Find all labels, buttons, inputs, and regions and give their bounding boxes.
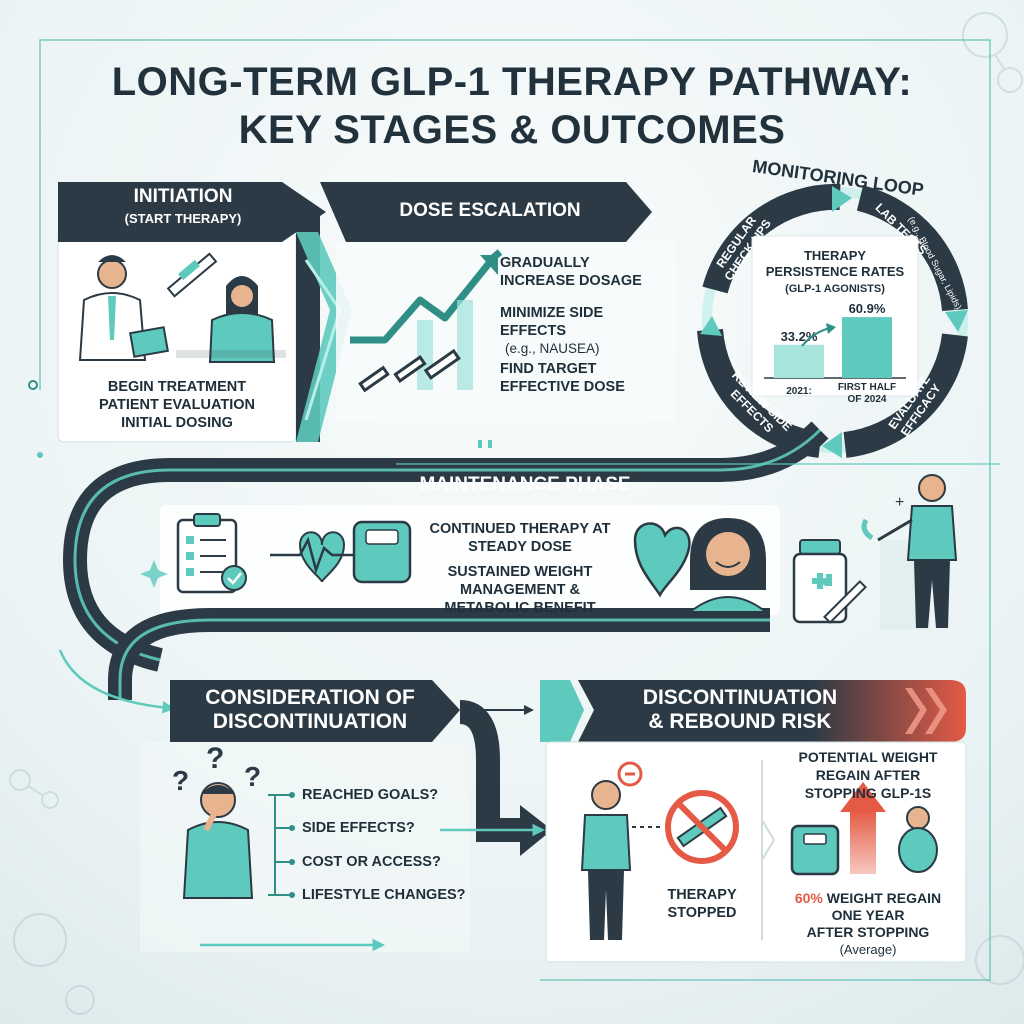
heavier-person-icon bbox=[898, 806, 938, 873]
initiation-item: INITIAL DOSING bbox=[121, 415, 233, 431]
weight-up-arrow-icon bbox=[840, 782, 886, 874]
chart-bar bbox=[842, 317, 892, 378]
chart-category-label: 2021: bbox=[786, 386, 812, 397]
maintenance-item-1: CONTINUED THERAPY AT STEADY DOSE bbox=[429, 521, 611, 555]
therapy-stopped-line2: STOPPED bbox=[667, 905, 737, 921]
medicine-bottle-icon bbox=[792, 539, 867, 624]
initiation-item: BEGIN TREATMENT bbox=[107, 379, 247, 395]
regain-stat-text-2: ONE YEAR bbox=[831, 907, 905, 923]
confused-person-icon bbox=[182, 782, 254, 899]
title-line-2: KEY STAGES & OUTCOMES bbox=[238, 108, 786, 152]
weight-scale-icon bbox=[790, 824, 840, 876]
regain-stat: 60% WEIGHT REGAIN ONE YEAR AFTER STOPPIN… bbox=[770, 890, 966, 958]
question-marks-icon: ? ? ? bbox=[172, 742, 261, 796]
regain-stat-text-1: WEIGHT REGAIN bbox=[826, 890, 942, 906]
clipboard-checklist-icon bbox=[176, 513, 247, 594]
discontinuation-header: DISCONTINUATION & REBOUND RISK bbox=[600, 686, 880, 734]
question-lifestyle: LIFESTYLE CHANGES? bbox=[302, 887, 466, 903]
regain-stat-note: (Average) bbox=[839, 942, 897, 957]
molecule-decoration-icon bbox=[9, 12, 1024, 1015]
dose-item-3: FIND TARGET EFFECTIVE DOSE bbox=[500, 361, 625, 395]
dose-escalation-header: DOSE ESCALATION bbox=[399, 200, 581, 221]
path-to-discontinuation bbox=[458, 700, 530, 842]
dose-item-1: GRADUALLY INCREASE DOSAGE bbox=[500, 255, 642, 289]
initiation-item: PATIENT EVALUATION bbox=[98, 397, 255, 413]
initiation-header-bg bbox=[58, 182, 326, 242]
discontinuation-header-bg bbox=[578, 680, 966, 742]
title-line-1: LONG-TERM GLP-1 THERAPY PATHWAY: bbox=[111, 60, 913, 104]
discontinuation-header-line1: DISCONTINUATION bbox=[642, 686, 838, 709]
maintenance-item-2: SUSTAINED WEIGHT MANAGEMENT & METABOLIC … bbox=[444, 564, 596, 616]
frame-line bbox=[39, 39, 991, 981]
consideration-header-line2: DISCONTINUATION bbox=[212, 710, 408, 733]
chart-value-label: 60.9% bbox=[849, 301, 886, 316]
svg-text:?: ? bbox=[206, 742, 224, 775]
doctor-patient-icon bbox=[78, 252, 286, 363]
therapy-stopped-line1: THERAPY bbox=[667, 887, 737, 903]
regain-title: POTENTIAL WEIGHT REGAIN AFTER STOPPING G… bbox=[798, 749, 938, 801]
dose-item-2-example: (e.g., NAUSEA) bbox=[505, 341, 600, 356]
consideration-header-bg bbox=[170, 680, 460, 742]
chart-trend-arrowhead bbox=[826, 323, 836, 334]
svg-text:+: + bbox=[895, 494, 904, 511]
chart-bar bbox=[774, 344, 824, 378]
question-reached-goals: REACHED GOALS? bbox=[302, 787, 439, 803]
heart-organ-icon bbox=[633, 522, 691, 598]
question-side-effects: SIDE EFFECTS? bbox=[302, 820, 415, 836]
scale-icon bbox=[352, 520, 412, 584]
consideration-header-line1: CONSIDERATION OF bbox=[205, 686, 415, 709]
no-injection-icon bbox=[665, 790, 739, 864]
maintenance-header: MAINTENANCE PHASE bbox=[419, 474, 631, 495]
heart-rate-icon bbox=[270, 531, 360, 583]
initiation-list: BEGIN TREATMENT PATIENT EVALUATION INITI… bbox=[70, 378, 284, 432]
chart-category-label: OF 2024 bbox=[848, 394, 887, 405]
standing-man-icon: + bbox=[861, 474, 958, 630]
svg-text:?: ? bbox=[244, 761, 261, 792]
question-cost-access: COST OR ACCESS? bbox=[302, 854, 441, 870]
smiling-woman-icon bbox=[687, 518, 769, 613]
chart-title: THERAPY PERSISTENCE RATES bbox=[765, 248, 905, 279]
initiation-header: INITIATION bbox=[133, 186, 233, 207]
rising-dose-arrow bbox=[350, 259, 493, 344]
chart-subtitle: (GLP-1 AGONISTS) bbox=[785, 283, 885, 295]
initiation-subheader: (START THERAPY) bbox=[124, 211, 242, 226]
svg-text:?: ? bbox=[172, 765, 189, 796]
therapy-stopped-label: THERAPY STOPPED bbox=[652, 886, 752, 922]
consideration-header: CONSIDERATION OF DISCONTINUATION bbox=[180, 686, 440, 734]
dose-header-bg bbox=[320, 182, 652, 242]
dose-item-2: MINIMIZE SIDE EFFECTS bbox=[500, 305, 604, 339]
regain-stat-value: 60% bbox=[794, 890, 823, 906]
chart-category-label: FIRST HALF bbox=[838, 382, 896, 393]
syringe-icons bbox=[358, 348, 461, 393]
stopped-person-icon bbox=[580, 761, 643, 940]
discontinuation-header-line2: & REBOUND RISK bbox=[648, 710, 832, 733]
page-title: LONG-TERM GLP-1 THERAPY PATHWAY: KEY STA… bbox=[60, 58, 964, 154]
regain-stat-text-3: AFTER STOPPING bbox=[806, 924, 930, 940]
